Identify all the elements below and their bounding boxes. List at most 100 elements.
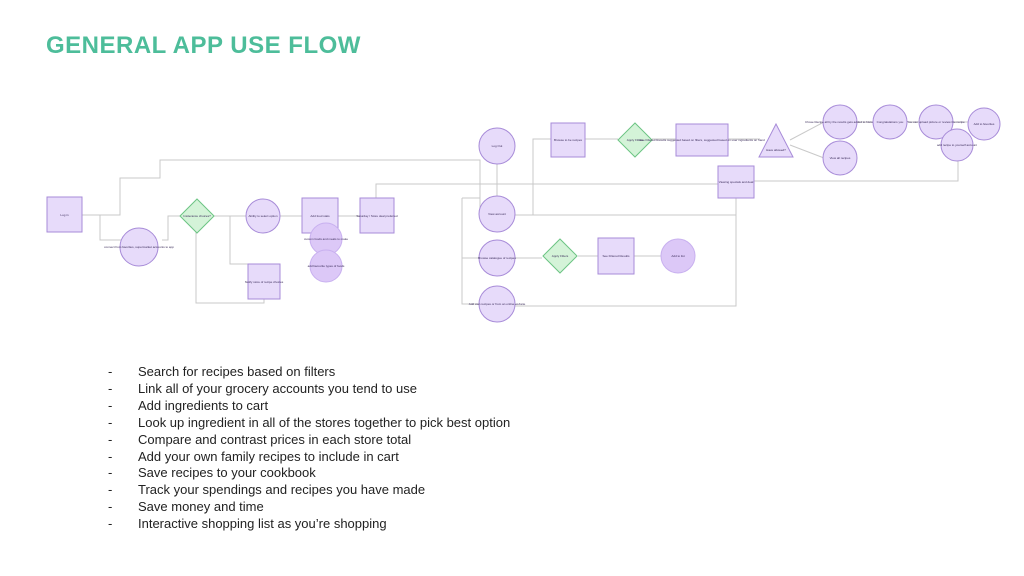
flow-node-shape	[119, 227, 159, 267]
list-item-text: Search for recipes based on filters	[138, 364, 336, 379]
feature-list: - Search for recipes based on filters - Li…	[108, 364, 510, 533]
flow-node-label: Intolerance choices?	[183, 214, 211, 218]
flow-node-shape	[309, 249, 343, 283]
flow-node-shape	[918, 104, 954, 140]
flow-node-label: Apply Filters	[627, 138, 644, 142]
flow-node-shape	[478, 127, 516, 165]
bullet-dash: -	[108, 465, 113, 481]
list-item-text: Add ingredients to cart	[138, 397, 269, 413]
bullet-dash: -	[108, 448, 113, 464]
flow-node-label: Chose Recipe all by the results gets add…	[805, 120, 876, 124]
flow-node-shape	[478, 285, 516, 323]
list-item: - Track your spendings and recipes you ha…	[108, 482, 510, 499]
flow-node: Browse to be recipes	[550, 122, 586, 158]
flow-node-shape	[46, 196, 83, 233]
bullet-dash: -	[108, 380, 113, 396]
flow-node-shape	[542, 238, 578, 274]
flow-node: Log Out	[478, 127, 516, 165]
edge	[789, 144, 825, 159]
list-item: - Search for recipes based on filters	[108, 364, 510, 381]
flow-node-shape	[675, 123, 729, 157]
bullet-dash: -	[108, 499, 113, 515]
flow-node-label: See Filtered Results suggested based on …	[639, 138, 765, 142]
flow-node: View all recipes	[822, 140, 858, 176]
edge	[375, 183, 718, 216]
flow-node: Chose Recipe all by the results gets add…	[805, 104, 876, 140]
list-item-text: Save money and time	[138, 499, 264, 515]
flow-node: Viewing specials and deal	[717, 165, 755, 199]
edge	[461, 258, 480, 305]
flow-node: Apply Filters	[542, 238, 578, 274]
list-item-text: Compare and contrast prices in each stor…	[138, 431, 412, 447]
list-item-text: Interactive shopping list as you’re shop…	[138, 516, 387, 532]
flow-node: Notify store of recipe choices	[245, 263, 284, 300]
flow-node-label: Add to favorites	[974, 122, 995, 126]
flow-node: Intolerance choices?	[179, 198, 215, 234]
flow-node-label: Add own recipes or from an online websit…	[469, 302, 526, 306]
flow-node-label: Add food stats	[310, 214, 330, 218]
flow-node: See Filtered Results suggested based on …	[639, 123, 765, 157]
edge	[515, 138, 551, 216]
edge	[515, 198, 737, 216]
list-item-text: Save recipes to your cookbook	[138, 465, 316, 481]
flow-node-label: custom foods and meals to make	[304, 237, 348, 241]
flow-node-label: Saturday / Store deal preferred	[356, 214, 398, 218]
flow-node: See Filtered Results	[597, 237, 635, 275]
edge	[789, 121, 825, 141]
flow-node: You can upload picture or review the rec…	[907, 104, 965, 140]
flow-node-shape	[359, 197, 395, 234]
flow-node-shape	[478, 239, 516, 277]
list-item-text: Track your spendings and recipes you hav…	[138, 482, 426, 498]
flow-node-shape	[617, 122, 653, 158]
flow-node-label: Congratulations you	[877, 120, 904, 124]
flow-node-label: Log Out	[492, 144, 503, 148]
list-item: -Add your own family recipes to include …	[108, 449, 510, 466]
list-item-text: Link all of your grocery accounts you te…	[138, 380, 417, 396]
flow-node-label: You can upload picture or review the rec…	[907, 120, 965, 124]
flow-node: Browse catalogue of recipes	[478, 239, 516, 277]
page-title: GENERAL APP USE FLOW	[46, 32, 361, 59]
edge	[162, 215, 180, 241]
bullet-dash: -	[108, 482, 113, 498]
edge	[461, 198, 480, 259]
list-item: - Save money and time	[108, 499, 510, 516]
edge	[82, 159, 481, 216]
flow-node-label: Have allowed?	[766, 148, 786, 152]
flow-node: connect from favorites, supermarket acco…	[104, 227, 174, 267]
flow-node-shape	[247, 263, 281, 300]
flow-node: Ability to select option	[245, 198, 281, 234]
flow-node-label: Log in	[60, 213, 69, 217]
bullet-dash: -	[108, 431, 113, 447]
flow-node: Have allowed?	[758, 122, 794, 158]
flow-node-label: Ability to select option	[248, 214, 277, 218]
flow-node: Add to favorites	[967, 107, 1001, 141]
flow-node-shape	[940, 128, 974, 162]
list-item: - Link all of your grocery accounts you t…	[108, 381, 510, 398]
list-item-text: Look up ingredient in all of the stores …	[138, 414, 511, 430]
bullet-dash: -	[108, 516, 113, 532]
edge	[515, 198, 737, 307]
flow-node: Add own recipes or from an online websit…	[469, 285, 526, 323]
flow-node: Log in	[46, 196, 83, 233]
edge	[195, 232, 265, 304]
flow-node-label: See Filtered Results	[602, 254, 630, 258]
flow-node-shape	[478, 195, 516, 233]
flow-node-label: Viewing specials and deal	[719, 180, 754, 184]
flow-node-shape	[245, 198, 281, 234]
flow-node-shape	[822, 104, 858, 140]
flow-node-label: Browse catalogue of recipes	[478, 256, 516, 260]
bullet-dash: -	[108, 414, 113, 430]
flow-diagram: Log in connect from favorites, supermark…	[46, 104, 1001, 323]
flow-node-label: Apply Filters	[552, 254, 569, 258]
list-item: - Save recipes to your cookbook	[108, 465, 510, 482]
flow-node-label: Add to list	[671, 254, 684, 258]
flow-node-shape	[872, 104, 908, 140]
flow-node: Saturday / Store deal preferred	[356, 197, 398, 234]
flow-node-label: connect from favorites, supermarket acco…	[104, 245, 174, 249]
bullet-dash: -	[108, 397, 113, 413]
flow-node-label: add favourite types of foods	[308, 264, 345, 268]
flow-node-shape	[660, 238, 696, 274]
bullet-dash: -	[108, 364, 113, 379]
flow-node: Congratulations you	[872, 104, 908, 140]
flow-node-shape	[597, 237, 635, 275]
